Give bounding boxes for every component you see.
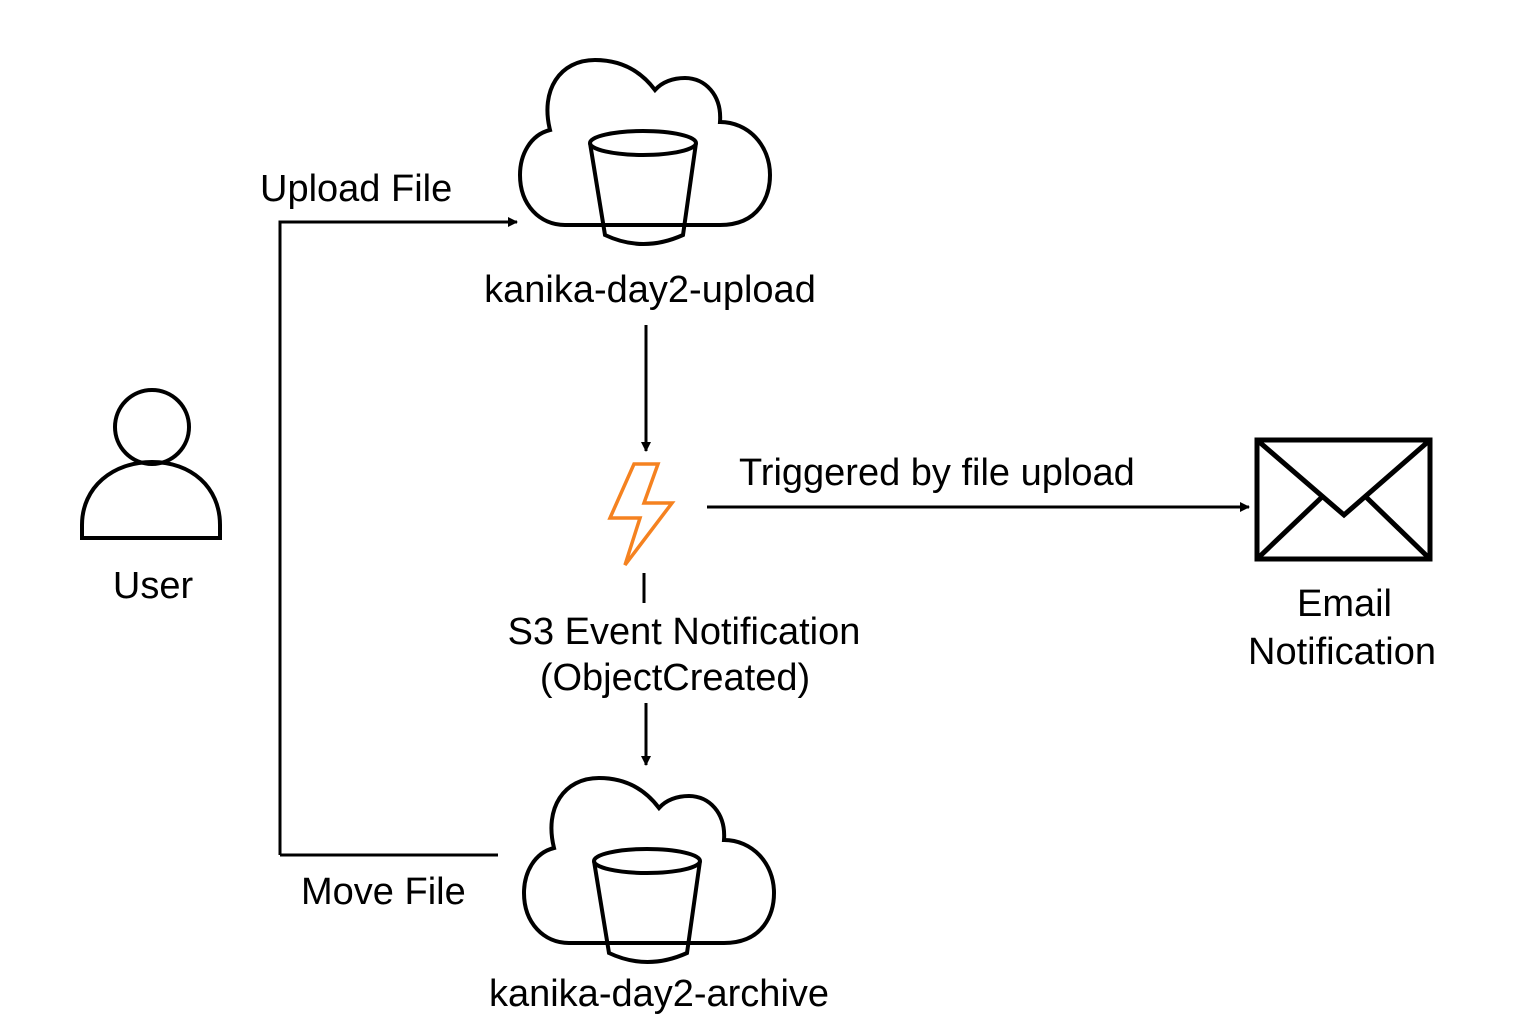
bucket-icon	[592, 847, 702, 964]
triggered-label: Triggered by file upload	[739, 452, 1135, 494]
upload-file-label: Upload File	[260, 168, 453, 210]
envelope-icon	[1254, 437, 1433, 562]
move-file-label: Move File	[301, 871, 466, 913]
email-label-line2: Notification	[1248, 631, 1436, 673]
upload-bucket-label: kanika-day2-upload	[484, 269, 816, 311]
archive-bucket-icon	[521, 775, 777, 964]
upload-bucket-icon	[517, 57, 773, 246]
cloud-icon	[517, 57, 773, 227]
trigger-label-line1: S3 Event Notification	[507, 611, 861, 653]
bucket-icon	[588, 129, 698, 246]
upload-file-arrow	[278, 217, 518, 855]
cloud-icon	[521, 775, 777, 945]
trigger-label-line2: (ObjectCreated)	[539, 657, 811, 699]
lightning-icon	[607, 462, 676, 567]
email-label-line1: Email	[1296, 583, 1393, 625]
user-icon	[80, 388, 222, 540]
archive-bucket-label: kanika-day2-archive	[488, 973, 830, 1015]
user-label: User	[112, 565, 194, 607]
